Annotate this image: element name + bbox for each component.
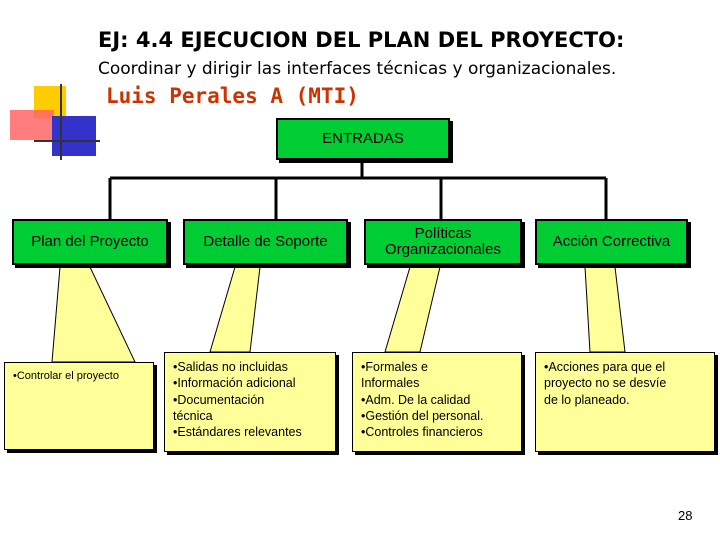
note-line: •Estándares relevantes <box>173 425 302 439</box>
note-line: •Controlar el proyecto <box>13 370 119 382</box>
note-line: •Información adicional <box>173 376 296 391</box>
entradas-label: ENTRADAS <box>322 129 404 147</box>
note-line: •Documentación <box>173 392 265 407</box>
note-line: •Controles financieros <box>361 425 483 439</box>
node-label: Detalle de Soporte <box>203 232 328 250</box>
author-name: Luis Perales A (MTI) <box>106 84 359 108</box>
logo-hline <box>34 140 100 142</box>
note-line: de lo planeado. <box>544 392 630 407</box>
node-label: Plan del Proyecto <box>31 232 149 250</box>
note-line: •Gestión del personal. <box>361 408 484 423</box>
note-detalle: •Salidas no incluidas •Información adici… <box>164 352 336 452</box>
node-label-line-1: Políticas <box>414 224 472 242</box>
red-square <box>10 110 54 140</box>
note-accion: •Acciones para que el proyecto no se des… <box>535 352 715 452</box>
slide-subtitle: Coordinar y dirigir las interfaces técni… <box>98 59 617 79</box>
note-line: técnica <box>173 408 213 423</box>
logo-vline <box>60 84 62 160</box>
entradas-box: ENTRADAS <box>276 118 450 160</box>
node-box-accion: Acción Correctiva <box>535 219 688 265</box>
node-label: Acción Correctiva <box>552 232 671 250</box>
note-line: •Formales e <box>361 360 428 374</box>
logo-graphic <box>0 0 100 160</box>
note-pointer-4 <box>584 266 626 353</box>
slide-title: EJ: 4.4 EJECUCION DEL PLAN DEL PROYECTO: <box>98 28 625 52</box>
note-pointer-2 <box>209 266 261 353</box>
note-politicas: •Formales e Informales •Adm. De la calid… <box>352 352 522 452</box>
note-line: Informales <box>361 376 420 391</box>
note-plan: •Controlar el proyecto <box>4 362 154 450</box>
node-box-detalle: Detalle de Soporte <box>183 219 348 265</box>
note-pointer-1 <box>51 266 136 363</box>
note-line: •Acciones para que el <box>544 360 666 374</box>
note-line: •Salidas no incluidas <box>173 360 288 374</box>
node-box-plan: Plan del Proyecto <box>12 219 168 265</box>
note-line: proyecto no se desvíe <box>544 376 667 391</box>
node-box-politicas: Políticas Organizacionales <box>364 219 522 265</box>
blue-square <box>52 116 96 156</box>
note-pointer-3 <box>384 266 441 353</box>
node-label-line-2: Organizacionales <box>385 241 501 258</box>
note-line: •Adm. De la calidad <box>361 392 471 407</box>
page-number: 28 <box>678 508 693 523</box>
